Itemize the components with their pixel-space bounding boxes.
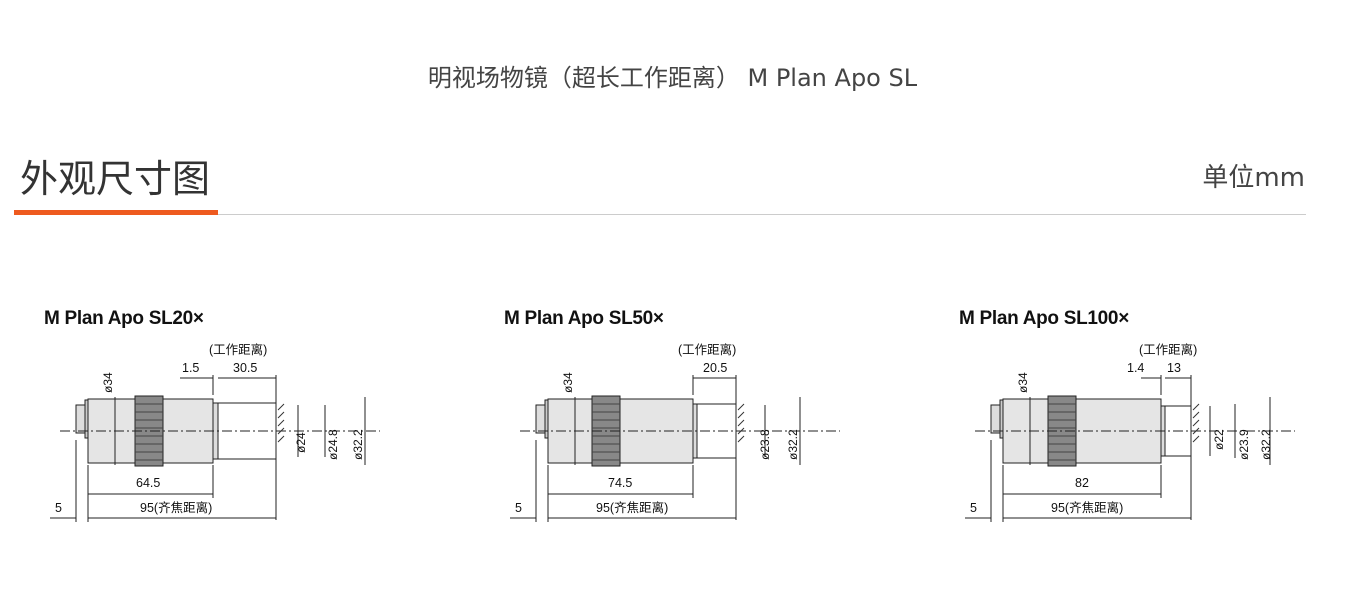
dim-dia-1: ø24 [294,432,308,453]
dim-dia-1: ø22 [1212,429,1226,450]
dim-dia-3: ø32.2 [786,429,800,460]
dim-parfocal: 95(齐焦距离) [140,501,213,515]
objective-drawing-sl20 [50,375,380,522]
diagram-sl20: M Plan Apo SL20× (工作距离) 1.5 30.5 64.5 95… [40,300,440,540]
wd-caption: (工作距离) [209,343,268,357]
diagram-title: M Plan Apo SL50× [504,308,664,329]
diagram-sl50: M Plan Apo SL50× (工作距离) 20.5 74.5 95(齐焦距… [500,300,900,540]
objective-drawing-sl50 [510,375,840,522]
dim-body-length: 74.5 [608,476,633,490]
dim-body-length: 82 [1075,476,1089,490]
dim-dia-3: ø32.2 [351,429,365,460]
objective-drawing-sl100 [965,375,1295,522]
dim-dia-2: ø23.8 [758,429,772,460]
dim-parfocal: 95(齐焦距离) [1051,501,1124,515]
dim-dia-2: ø24.8 [326,429,340,460]
dim-top-a: 1.5 [182,361,200,375]
dim-top-a: 1.4 [1127,361,1145,375]
dim-dia-body: ø34 [101,372,115,393]
diagram-sl100: M Plan Apo SL100× (工作距离) 1.4 13 82 95(齐焦… [955,300,1345,540]
dim-dia-body: ø34 [561,372,575,393]
dim-top-b: 20.5 [703,361,728,375]
dim-thread: 5 [515,501,522,515]
section-divider [14,214,1306,215]
dim-thread: 5 [55,501,62,515]
diagram-title: M Plan Apo SL100× [959,308,1129,329]
dim-body-length: 64.5 [136,476,161,490]
unit-label: 单位mm [1202,163,1305,193]
dim-top-b: 13 [1167,361,1181,375]
dim-parfocal: 95(齐焦距离) [596,501,669,515]
section-accent-bar [14,210,218,215]
dim-thread: 5 [970,501,977,515]
dim-dia-3: ø32.2 [1259,429,1273,460]
section-title: 外观尺寸图 [20,157,211,201]
dim-dia-2: ø23.9 [1237,429,1251,460]
diagram-title: M Plan Apo SL20× [44,308,204,329]
wd-caption: (工作距离) [1139,343,1198,357]
page-title: 明视场物镜（超长工作距离） M Plan Apo SL [427,64,918,92]
dim-top-b: 30.5 [233,361,258,375]
dim-dia-body: ø34 [1016,372,1030,393]
wd-caption: (工作距离) [678,343,737,357]
